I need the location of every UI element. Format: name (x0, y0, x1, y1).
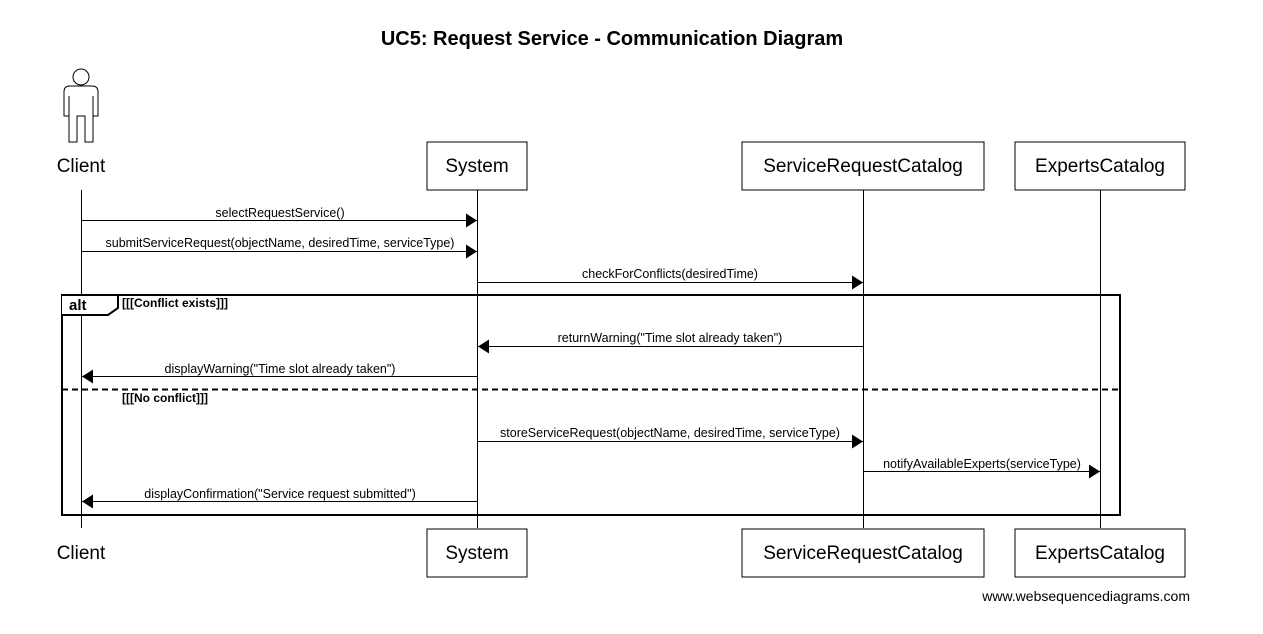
participant-experts-top-box (1014, 141, 1186, 191)
participant-experts-bottom: ExpertsCatalog (1035, 543, 1165, 564)
alt-fragment-frame (61, 294, 1121, 516)
alt-guard-no-conflict: [[[No conflict]]] (122, 391, 208, 405)
actor-icon (63, 68, 99, 143)
message-label-2: submitServiceRequest(objectName, desired… (106, 236, 455, 250)
diagram-title: UC5: Request Service - Communication Dia… (381, 28, 843, 50)
participant-system-bottom-box (426, 528, 528, 578)
participant-system-top: System (445, 156, 508, 177)
message-label-7: notifyAvailableExperts(serviceType) (883, 457, 1081, 471)
alt-guard-conflict: [[[Conflict exists]]] (122, 296, 228, 310)
participant-src-top-box (741, 141, 985, 191)
message-label-4: returnWarning("Time slot already taken") (558, 331, 783, 345)
participant-client-bottom: Client (57, 543, 106, 564)
lifelines (81, 190, 1101, 528)
watermark-link[interactable]: www.websequencediagrams.com (981, 588, 1190, 604)
participant-experts-bottom-box (1014, 528, 1186, 578)
participant-system-bottom: System (445, 543, 508, 564)
participant-src-top: ServiceRequestCatalog (763, 156, 963, 177)
alt-operator-label: alt (69, 297, 87, 314)
alt-fragment-tab (62, 294, 119, 316)
message-label-6: storeServiceRequest(objectName, desiredT… (500, 426, 840, 440)
participant-experts-top: ExpertsCatalog (1035, 156, 1165, 177)
message-label-3: checkForConflicts(desiredTime) (582, 267, 758, 281)
message-label-5: displayWarning("Time slot already taken"… (165, 362, 396, 376)
participant-client-top: Client (57, 156, 106, 177)
message-label-1: selectRequestService() (215, 206, 344, 220)
participant-src-bottom-box (741, 528, 985, 578)
participant-system-top-box (426, 141, 528, 191)
participant-src-bottom: ServiceRequestCatalog (763, 543, 963, 564)
message-label-8: displayConfirmation("Service request sub… (144, 487, 415, 501)
